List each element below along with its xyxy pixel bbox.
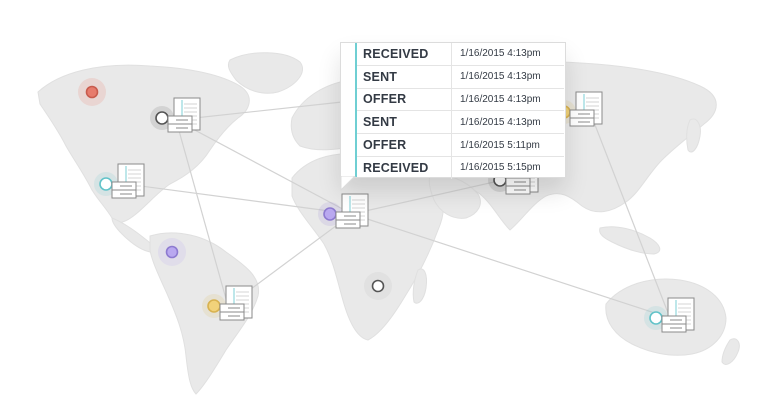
location-marker-icon xyxy=(323,207,337,221)
log-row: OFFER 1/16/2015 5:11pm xyxy=(357,133,564,157)
log-row: SENT 1/16/2015 4:13pm xyxy=(357,110,564,135)
log-row: RECEIVED 1/16/2015 5:15pm xyxy=(357,156,564,179)
server-icon xyxy=(111,181,137,199)
location-marker-icon xyxy=(78,78,106,106)
log-row: RECEIVED 1/16/2015 4:13pm xyxy=(357,43,564,66)
log-row: OFFER 1/16/2015 4:13pm xyxy=(357,88,564,112)
japan-landmass xyxy=(686,118,701,153)
message-log-table: RECEIVED 1/16/2015 4:13pm SENT 1/16/2015… xyxy=(357,43,564,179)
log-status: SENT xyxy=(357,65,452,89)
log-status: RECEIVED xyxy=(357,156,452,179)
south-america-landmass xyxy=(149,232,260,395)
server-icon xyxy=(167,115,193,133)
message-log-panel: RECEIVED 1/16/2015 4:13pm SENT 1/16/2015… xyxy=(340,42,566,179)
log-timestamp: 1/16/2015 5:11pm xyxy=(451,133,564,157)
log-timestamp: 1/16/2015 4:13pm xyxy=(451,88,564,112)
location-marker-icon xyxy=(649,311,663,325)
network-node xyxy=(644,297,695,333)
network-node xyxy=(202,285,253,321)
network-node xyxy=(94,163,145,199)
location-marker-icon xyxy=(158,238,186,266)
location-marker-icon xyxy=(99,177,113,191)
log-status: SENT xyxy=(357,110,452,135)
location-marker-icon xyxy=(155,111,169,125)
server-icon xyxy=(219,303,245,321)
network-node xyxy=(318,193,369,229)
log-timestamp: 1/16/2015 4:13pm xyxy=(451,110,564,135)
log-status: RECEIVED xyxy=(357,43,452,66)
server-icon xyxy=(335,211,361,229)
server-icon xyxy=(569,109,595,127)
location-marker-icon xyxy=(364,272,392,300)
greenland-landmass xyxy=(227,52,303,94)
log-row: SENT 1/16/2015 4:13pm xyxy=(357,65,564,89)
log-timestamp: 1/16/2015 4:13pm xyxy=(451,43,564,66)
pointer-arrow-icon xyxy=(340,176,356,192)
madagascar-landmass xyxy=(412,268,427,304)
server-icon xyxy=(505,177,531,195)
log-status: OFFER xyxy=(357,133,452,157)
log-accent-bar xyxy=(355,43,357,177)
server-icon xyxy=(661,315,687,333)
location-marker-icon xyxy=(207,299,221,313)
network-node xyxy=(150,97,201,133)
log-status: OFFER xyxy=(357,88,452,112)
arabia-landmass xyxy=(428,174,481,219)
log-timestamp: 1/16/2015 5:15pm xyxy=(460,162,541,174)
new-zealand-landmass xyxy=(721,338,740,365)
log-timestamp: 1/16/2015 4:13pm xyxy=(451,65,564,89)
